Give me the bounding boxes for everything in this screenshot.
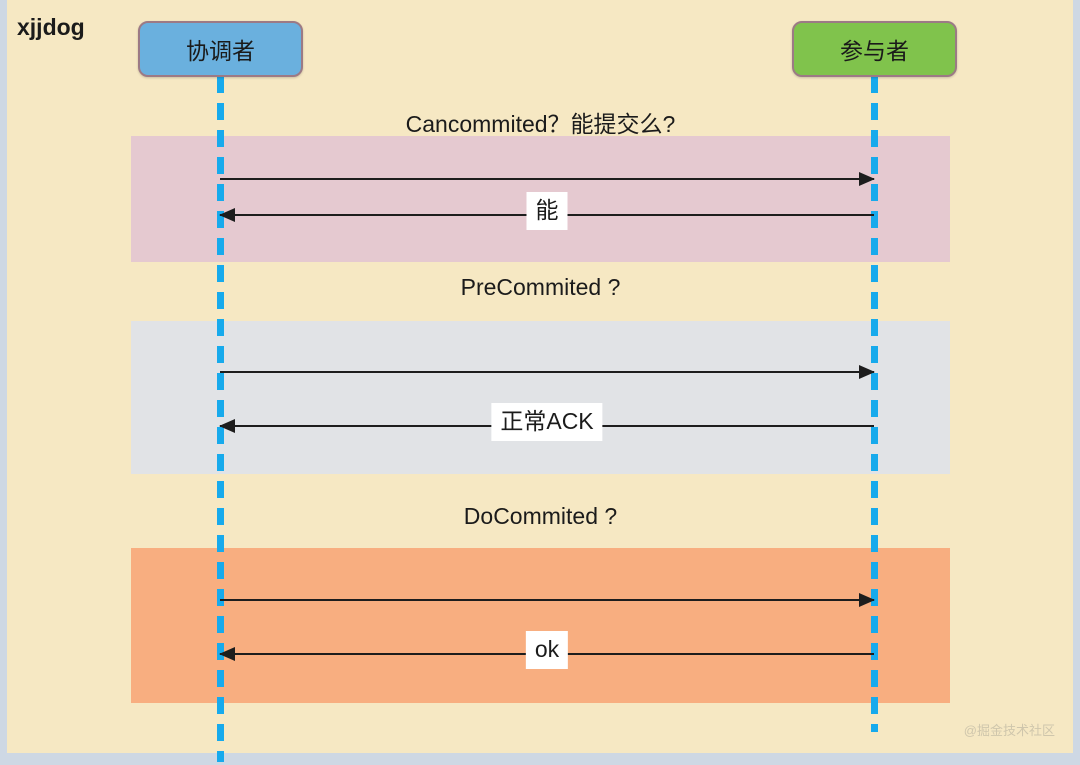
arrow-head-left-icon: [219, 647, 235, 661]
message-can-commit-response: 能: [219, 192, 874, 230]
phase-band-pre-commit: [131, 321, 950, 474]
actor-box-participant[interactable]: 参与者: [792, 21, 957, 77]
arrow-head-left-icon: [219, 208, 235, 222]
phase-title-pre-commit: PreCommited ?: [460, 274, 621, 300]
message-pre-commit-response: 正常ACK: [219, 403, 874, 441]
message-label-pre-commit-response: 正常ACK: [491, 403, 603, 441]
author-label: xjjdog: [17, 14, 85, 40]
message-label-can-commit-response: 能: [526, 192, 568, 230]
arrow-head-right-icon: [859, 172, 875, 186]
arrow-head-left-icon: [219, 419, 235, 433]
phase-title-can-commit: Cancommited？能提交么?: [405, 111, 676, 137]
arrow-head-right-icon: [859, 365, 875, 379]
message-can-commit-request: [220, 172, 875, 186]
actor-label-coordinator: 协调者: [186, 38, 255, 64]
message-line: [220, 371, 874, 373]
message-label-do-commit-response: ok: [525, 631, 569, 669]
message-pre-commit-request: [220, 365, 875, 379]
site-watermark: @掘金技术社区: [963, 723, 1055, 738]
diagram-canvas: Cancommited？能提交么? PreCommited ? DoCommit…: [7, 0, 1073, 762]
message-line: [220, 178, 874, 180]
message-do-commit-response: ok: [219, 631, 874, 669]
message-do-commit-request: [220, 593, 875, 607]
arrow-head-right-icon: [859, 593, 875, 607]
phase-title-do-commit: DoCommited ?: [463, 503, 618, 529]
lifeline-participant: [871, 76, 878, 732]
phase-band-do-commit: [131, 548, 950, 703]
actor-box-coordinator[interactable]: 协调者: [138, 21, 303, 77]
actor-label-participant: 参与者: [840, 38, 909, 64]
message-line: [220, 599, 874, 601]
